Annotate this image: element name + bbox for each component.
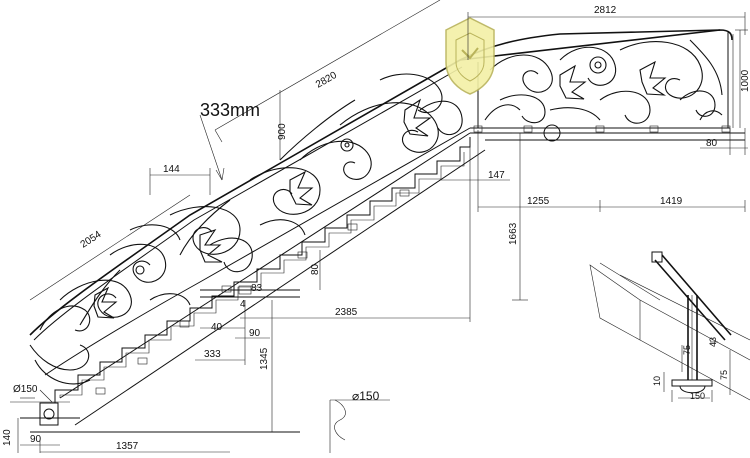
dim-2812: 2812	[594, 5, 617, 16]
annotation-333mm: 333mm	[200, 100, 260, 120]
dim-2054: 2054	[79, 229, 104, 251]
dim-140: 140	[2, 429, 13, 446]
stair-structure	[10, 132, 745, 433]
dim-333: 333	[204, 349, 221, 360]
post-detail	[589, 251, 750, 402]
dim-90-bottom: 90	[30, 434, 42, 445]
dim-2385: 2385	[335, 307, 358, 318]
detail-dim-75a: 75	[682, 345, 692, 355]
detail-dim-10: 10	[652, 376, 662, 386]
dim-2820: 2820	[314, 70, 339, 91]
dim-4: 4	[240, 299, 246, 310]
dim-1419: 1419	[660, 196, 683, 207]
dimension-lines	[17, 0, 748, 453]
detail-labels: 75 43 10 75 150	[652, 337, 729, 401]
dim-900: 900	[277, 123, 288, 140]
detail-dim-75b: 75	[719, 370, 729, 380]
dim-post-dia-center: ⌀150	[352, 389, 380, 403]
dim-1357: 1357	[116, 441, 139, 452]
dim-post-dia-left: Ø150	[13, 384, 38, 395]
handrail	[29, 29, 734, 376]
dim-144: 144	[163, 164, 180, 175]
shield-logo-icon	[445, 17, 495, 95]
dim-1345: 1345	[259, 347, 270, 370]
dimension-labels: 2812 1000 80 147 1255 1419 1663 2820 900…	[2, 5, 750, 452]
dim-90-mid: 90	[249, 328, 261, 339]
detail-dim-43: 43	[708, 337, 718, 347]
ornamental-scrolls	[29, 39, 723, 385]
dim-147: 147	[488, 170, 505, 181]
dim-1000: 1000	[740, 69, 750, 92]
dim-80-step: 80	[310, 263, 321, 275]
dim-1255: 1255	[527, 196, 550, 207]
dim-80-right: 80	[706, 138, 718, 149]
dim-40: 40	[211, 322, 223, 333]
detail-dim-150: 150	[690, 391, 705, 401]
dim-1663: 1663	[508, 222, 519, 245]
dim-83: 83	[251, 283, 263, 294]
